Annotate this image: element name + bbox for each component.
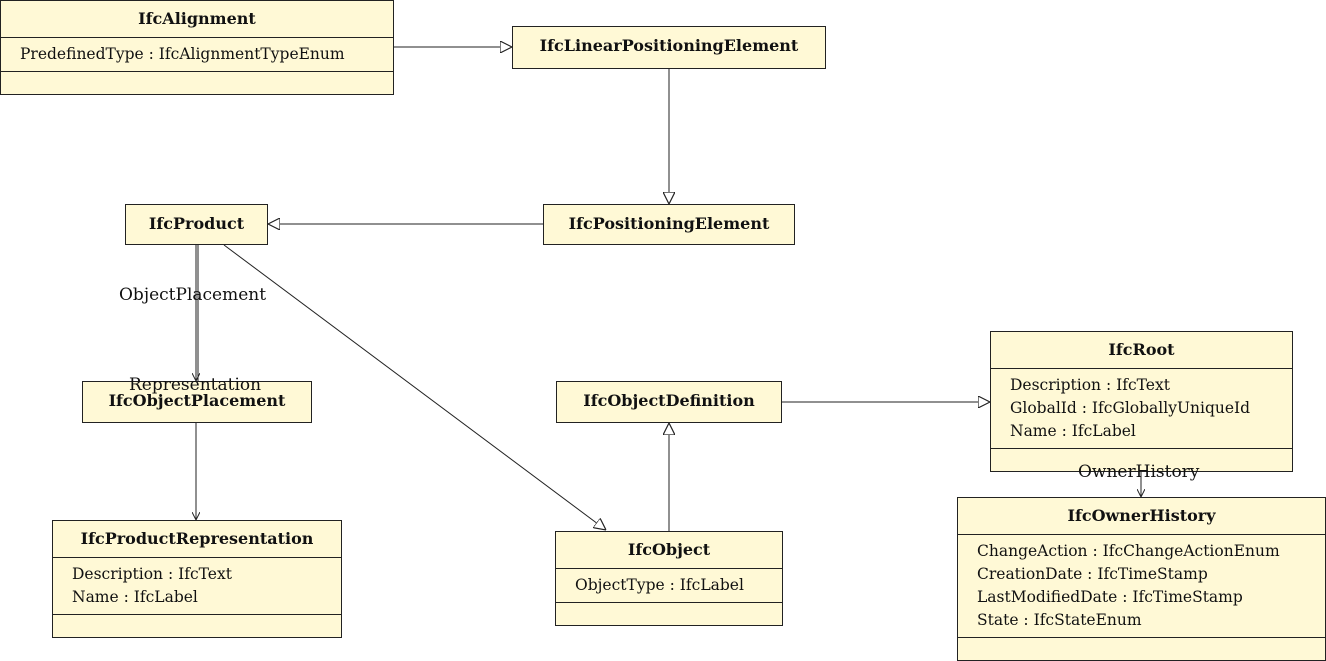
class-name: IfcObjectPlacement xyxy=(108,391,286,410)
class-ifcobject[interactable]: IfcObject ObjectType : IfcLabel xyxy=(555,531,783,626)
class-ifcownerhistory[interactable]: IfcOwnerHistory ChangeAction : IfcChange… xyxy=(957,497,1326,661)
role-label-representation: Representation xyxy=(129,375,262,395)
attribute-list: Description : IfcText Name : IfcLabel xyxy=(53,558,341,615)
class-name: IfcOwnerHistory xyxy=(958,498,1325,535)
attribute: ObjectType : IfcLabel xyxy=(575,576,744,594)
class-name: IfcPositioningElement xyxy=(568,214,770,233)
class-name: IfcObjectDefinition xyxy=(583,391,755,410)
operations-compartment xyxy=(1,72,393,90)
class-ifcpositioningelement[interactable]: IfcPositioningElement xyxy=(543,204,795,245)
class-name: IfcLinearPositioningElement xyxy=(539,36,799,55)
class-ifcalignment[interactable]: IfcAlignment PredefinedType : IfcAlignme… xyxy=(0,0,394,95)
attribute: Description : IfcText xyxy=(72,565,232,583)
class-name: IfcObject xyxy=(556,532,782,569)
class-ifcproduct[interactable]: IfcProduct xyxy=(125,204,268,245)
attribute: Name : IfcLabel xyxy=(72,588,198,606)
attribute-list: ObjectType : IfcLabel xyxy=(556,569,782,603)
attribute-list: PredefinedType : IfcAlignmentTypeEnum xyxy=(1,38,393,72)
class-ifcproductrepresentation[interactable]: IfcProductRepresentation Description : I… xyxy=(52,520,342,638)
attribute: LastModifiedDate : IfcTimeStamp xyxy=(977,588,1243,606)
operations-compartment xyxy=(556,603,782,621)
attribute: Description : IfcText xyxy=(1010,376,1170,394)
role-label-ownerhistory: OwnerHistory xyxy=(1078,462,1200,482)
class-ifcobjectdefinition[interactable]: IfcObjectDefinition xyxy=(556,381,782,423)
attribute: CreationDate : IfcTimeStamp xyxy=(977,565,1208,583)
attribute: PredefinedType : IfcAlignmentTypeEnum xyxy=(20,45,345,63)
class-name: IfcRoot xyxy=(991,332,1292,369)
attribute: Name : IfcLabel xyxy=(1010,422,1136,440)
attribute-list: Description : IfcText GlobalId : IfcGlob… xyxy=(991,369,1292,449)
generalization-product-to-object xyxy=(223,244,606,530)
role-label-objectplacement: ObjectPlacement xyxy=(119,285,267,305)
operations-compartment xyxy=(958,638,1325,656)
attribute: GlobalId : IfcGloballyUniqueId xyxy=(1010,399,1251,417)
operations-compartment xyxy=(53,615,341,633)
attribute: ChangeAction : IfcChangeActionEnum xyxy=(977,542,1280,560)
class-name: IfcProduct xyxy=(148,214,245,233)
class-ifcobjectplacement[interactable]: IfcObjectPlacement xyxy=(82,381,312,423)
class-ifcroot[interactable]: IfcRoot Description : IfcText GlobalId :… xyxy=(990,331,1293,472)
attribute: State : IfcStateEnum xyxy=(977,611,1142,629)
class-name: IfcProductRepresentation xyxy=(53,521,341,558)
attribute-list: ChangeAction : IfcChangeActionEnum Creat… xyxy=(958,535,1325,638)
class-name: IfcAlignment xyxy=(1,1,393,38)
class-ifclinearpositioningelement[interactable]: IfcLinearPositioningElement xyxy=(512,26,826,69)
